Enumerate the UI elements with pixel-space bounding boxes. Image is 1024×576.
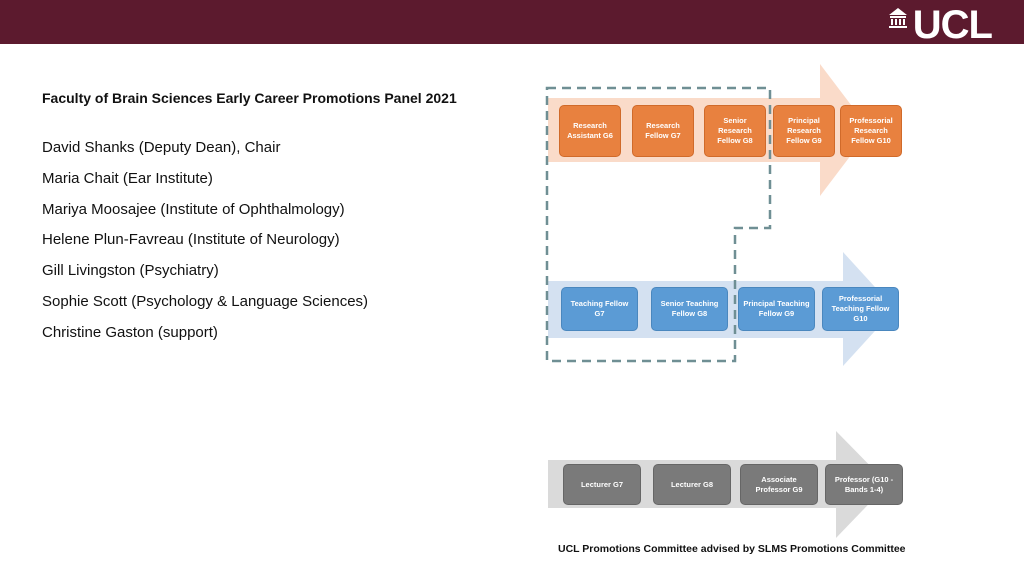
logo-text: UCL: [912, 3, 993, 47]
principal-research-fellow-g9-box: Principal Research Fellow G9: [773, 105, 835, 157]
panel-member: Helene Plun-Favreau (Institute of Neurol…: [42, 231, 340, 249]
senior-research-fellow-g8-box: Senior Research Fellow G8: [704, 105, 766, 157]
lecturer-g7-box: Lecturer G7: [563, 464, 641, 505]
portico-icon: [888, 8, 907, 28]
header-bar: UCL: [0, 0, 1024, 47]
panel-member: Mariya Moosajee (Institute of Ophthalmol…: [42, 200, 345, 218]
panel-member: Sophie Scott (Psychology & Language Scie…: [42, 292, 369, 310]
principal-teaching-fellow-g9-box: Principal Teaching Fellow G9: [738, 287, 815, 331]
professorial-teaching-fellow-g10-box: Professorial Teaching Fellow G10: [822, 287, 899, 331]
panel-member-list: David Shanks (Deputy Dean), Chair Maria …: [42, 139, 368, 355]
panel-member: Maria Chait (Ear Institute): [42, 169, 213, 187]
footer-note: UCL Promotions Committee advised by SLMS…: [558, 543, 906, 555]
research-fellow-g7-box: Research Fellow G7: [632, 105, 694, 157]
panel-member: Gill Livingston (Psychiatry): [42, 262, 219, 280]
lecturer-g8-box: Lecturer G8: [653, 464, 731, 505]
professor-g10-box: Professor (G10 - Bands 1-4): [825, 464, 903, 505]
panel-member: Christine Gaston (support): [42, 323, 218, 341]
professorial-research-fellow-g10-box: Professorial Research Fellow G10: [840, 105, 902, 157]
associate-professor-g9-box: Associate Professor G9: [740, 464, 818, 505]
teaching-fellow-g7-box: Teaching Fellow G7: [561, 287, 638, 331]
eligibility-boundary: [545, 86, 772, 363]
page-title: Faculty of Brain Sciences Early Career P…: [42, 90, 457, 106]
ucl-logo: UCL: [888, 3, 993, 47]
senior-teaching-fellow-g8-box: Senior Teaching Fellow G8: [651, 287, 728, 331]
research-assistant-g6-box: Research Assistant G6: [559, 105, 621, 157]
panel-member: David Shanks (Deputy Dean), Chair: [42, 139, 281, 156]
